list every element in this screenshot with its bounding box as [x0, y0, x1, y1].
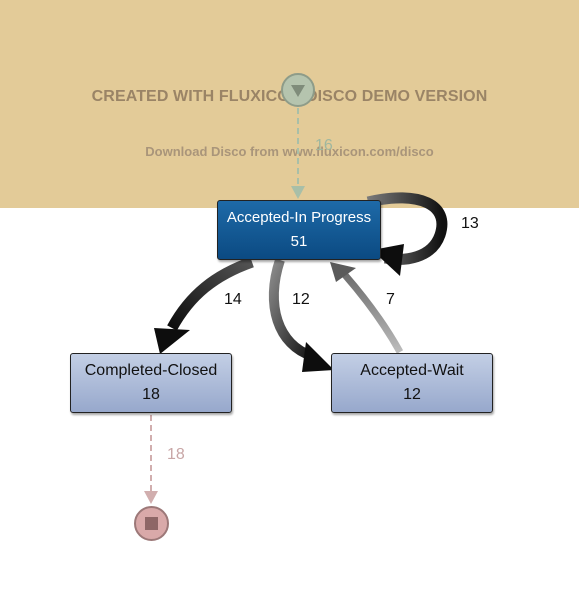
activity-count: 12	[403, 386, 421, 403]
start-node[interactable]	[281, 73, 315, 107]
watermark-subtitle: Download Disco from www.fluxicon.com/dis…	[145, 144, 434, 159]
edge-label-start-to-in-progress: 16	[315, 137, 333, 154]
end-node[interactable]	[134, 506, 169, 541]
edge-in-progress-to-wait	[268, 258, 314, 361]
activity-node-accepted-in-progress[interactable]: Accepted-In Progress 51	[217, 200, 381, 260]
edge-from-wait-arrowhead	[330, 262, 356, 282]
edge-label-to-end: 18	[167, 446, 185, 463]
edge-to-wait-arrowhead	[302, 342, 334, 372]
activity-node-accepted-wait[interactable]: Accepted-Wait 12	[331, 353, 493, 413]
edge-end-arrowhead	[144, 491, 158, 504]
edge-label-from-wait: 7	[386, 291, 395, 308]
activity-label: Accepted-Wait	[360, 362, 464, 379]
activity-count: 51	[290, 233, 308, 250]
start-triangle-icon	[291, 85, 305, 97]
edge-in-progress-to-completed	[167, 256, 254, 331]
end-square-icon	[145, 517, 158, 530]
edge-label-to-completed: 14	[224, 291, 242, 308]
edge-to-completed-arrowhead	[154, 328, 190, 354]
activity-label: Accepted-In Progress	[226, 209, 372, 226]
edge-wait-to-in-progress	[342, 272, 404, 354]
edge-label-to-wait: 12	[292, 291, 310, 308]
activity-label: Completed-Closed	[84, 362, 218, 379]
edge-start-arrowhead	[291, 186, 305, 199]
activity-node-completed-closed[interactable]: Completed-Closed 18	[70, 353, 232, 413]
activity-count: 18	[142, 386, 160, 403]
edge-in-progress-self-loop	[366, 192, 448, 265]
edge-label-self-loop: 13	[461, 215, 479, 232]
